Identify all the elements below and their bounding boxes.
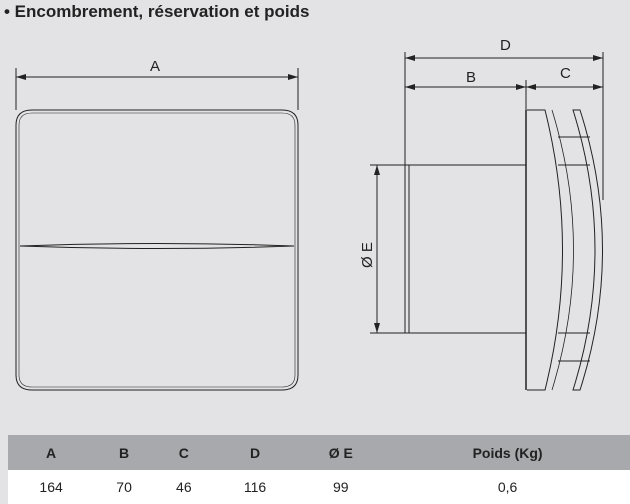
header-a: A <box>8 435 95 470</box>
dimensions-table: A B C D Ø E Poids (Kg) 164 70 46 116 99 … <box>8 435 630 504</box>
front-panel <box>15 109 299 391</box>
front-grille <box>527 109 563 391</box>
cell-c: 46 <box>153 470 214 504</box>
side-view <box>370 52 604 391</box>
label-d: D <box>500 37 511 54</box>
cell-e: 99 <box>296 470 386 504</box>
label-c: C <box>560 65 571 82</box>
header-e: Ø E <box>296 435 386 470</box>
dimension-drawing: A B C D Ø E <box>15 37 604 391</box>
cell-d: 116 <box>213 470 297 504</box>
header-c: C <box>153 435 214 470</box>
section-title: • Encombrement, réservation et poids <box>4 2 310 21</box>
label-a: A <box>150 58 160 75</box>
cell-b: 70 <box>94 470 154 504</box>
cell-weight: 0,6 <box>385 470 630 504</box>
outer-cover <box>572 109 603 391</box>
header-d: D <box>213 435 297 470</box>
cell-a: 164 <box>8 470 95 504</box>
label-e: Ø E <box>359 242 376 268</box>
duct-tube <box>404 164 527 334</box>
table-row: 164 70 46 116 99 0,6 <box>8 470 630 504</box>
header-weight: Poids (Kg) <box>385 435 630 470</box>
table-header-row: A B C D Ø E Poids (Kg) <box>8 435 630 470</box>
header-b: B <box>94 435 154 470</box>
label-b: B <box>466 69 476 86</box>
front-view <box>15 68 299 391</box>
front-slit <box>19 243 295 249</box>
